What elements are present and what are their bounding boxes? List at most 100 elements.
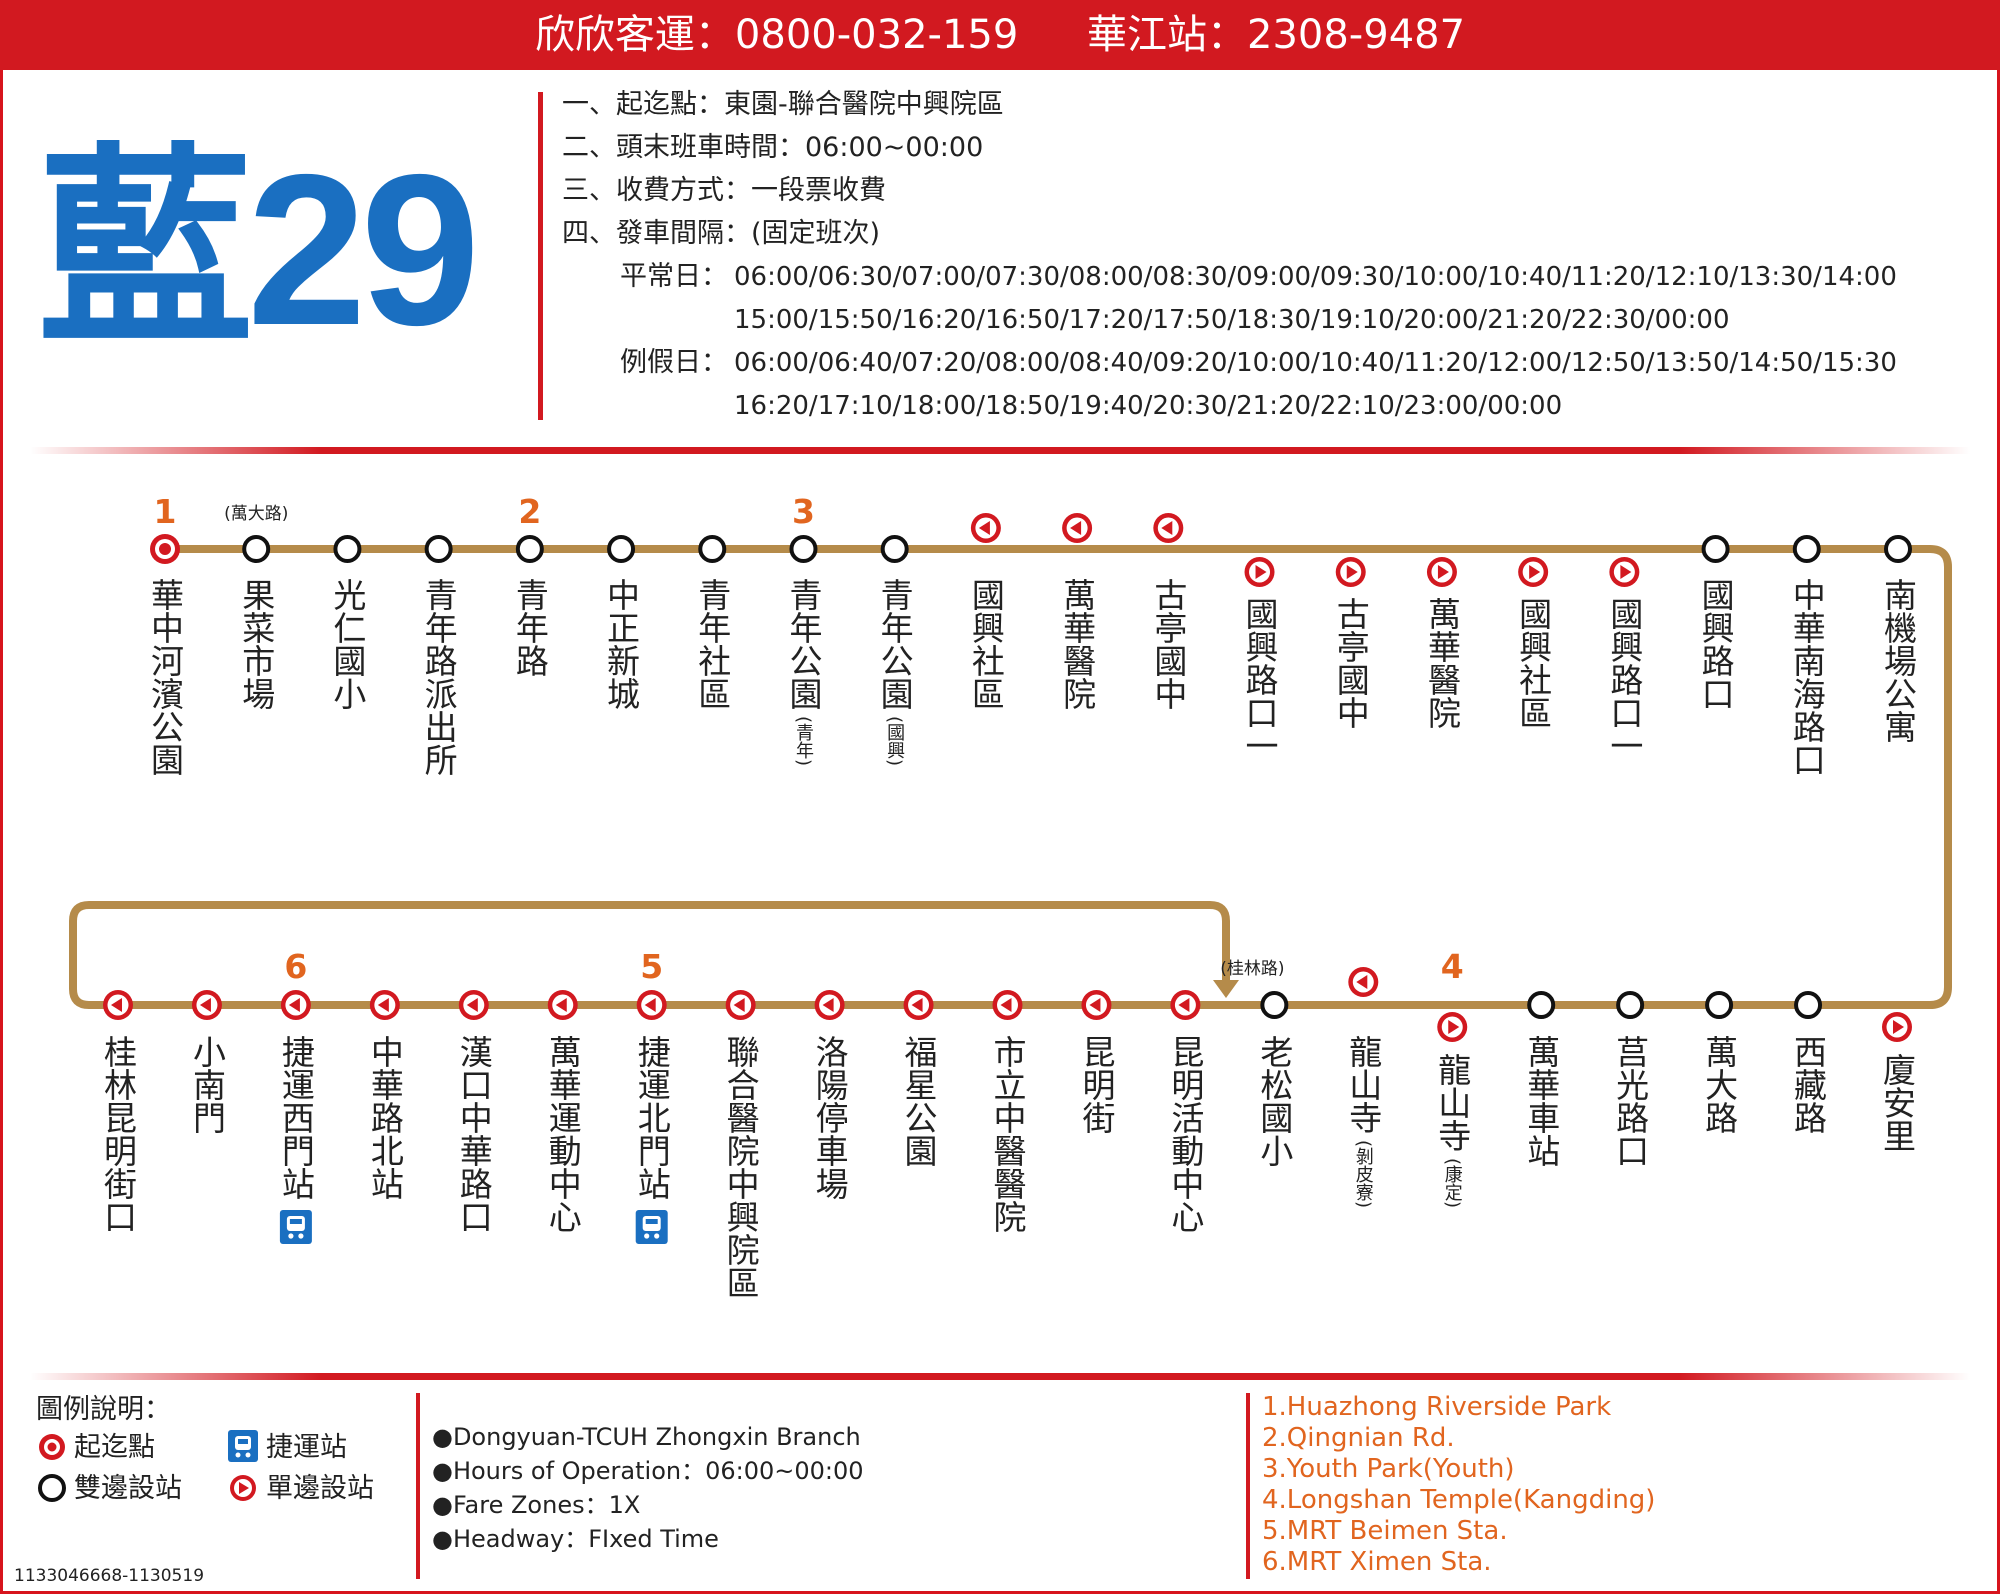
stop-marker-top-0 xyxy=(150,534,180,564)
stop-name-top-6: 青年社區 xyxy=(693,578,732,710)
en-info-headway: ●Headway：FIxed Time xyxy=(432,1525,719,1553)
en-name-4: 4.Longshan Temple(Kangding) xyxy=(1262,1485,1656,1515)
stop-name-bottom-0: 桂林昆明街口 xyxy=(99,1035,138,1233)
stop-marker-bottom-20 xyxy=(1882,1012,1912,1042)
stop-name-top-15: 國興社區 xyxy=(1514,597,1553,729)
stop-name-top-18: 中華南海路口 xyxy=(1787,578,1826,776)
weekday-times-1: 06:00/06:30/07:00/07:30/08:00/08:30/09:0… xyxy=(734,262,1897,292)
stop-marker-bottom-10 xyxy=(992,990,1023,1020)
info-endpoints: 一、起迄點：東園-聯合醫院中興院區 xyxy=(562,89,1004,120)
both-side-legend-icon xyxy=(38,1474,66,1502)
stop-name-bottom-16: 萬華車站 xyxy=(1522,1035,1561,1167)
stop-name-bottom-2: 捷運西門站 xyxy=(276,1035,315,1200)
stop-name-bottom-4: 漢口中華路口 xyxy=(454,1035,493,1233)
holiday-times-1: 06:00/06:40/07:20/08:00/08:40/09:20/10:0… xyxy=(734,348,1897,378)
stop-name-top-2: 光仁國小 xyxy=(328,578,367,710)
stop-name-top-17: 國興路口 xyxy=(1696,578,1735,710)
stop-name-top-13: 古亭國中 xyxy=(1331,597,1370,729)
en-info-endpoints: ●Dongyuan-TCUH Zhongxin Branch xyxy=(432,1423,861,1451)
stop-name-top-16: 國興路口一 xyxy=(1605,597,1644,762)
english-info: ●Dongyuan-TCUH Zhongxin Branch ●Hours of… xyxy=(432,1420,864,1556)
stop-name-top-9: 國興社區 xyxy=(966,578,1005,710)
stop-marker-top-9 xyxy=(970,513,1001,543)
en-name-6: 6.MRT Ximen Sta. xyxy=(1262,1547,1492,1577)
stop-name-top-4: 青年路 xyxy=(510,578,549,677)
stop-name-bottom-9: 福星公園 xyxy=(899,1035,938,1167)
stop-name-bottom-8: 洛陽停車場 xyxy=(810,1035,849,1200)
stop-name-bottom-1: 小南門 xyxy=(187,1035,226,1134)
divider-line xyxy=(416,1393,420,1579)
stop-marker-bottom-18 xyxy=(1705,991,1734,1019)
stop-name-bottom-15: 龍山寺 xyxy=(1433,1053,1472,1152)
weekday-label: 平常日： xyxy=(620,261,728,292)
stop-marker-top-7 xyxy=(789,535,818,563)
stop-marker-top-3 xyxy=(424,535,453,563)
en-name-2: 2.Qingnian Rd. xyxy=(1262,1423,1455,1453)
one-side-legend-icon xyxy=(230,1475,256,1501)
stop-marker-top-17 xyxy=(1701,535,1730,563)
stop-marker-bottom-8 xyxy=(814,990,845,1020)
stop-marker-bottom-2 xyxy=(280,990,311,1020)
stop-name-bottom-11: 昆明街 xyxy=(1077,1035,1116,1134)
stop-marker-top-16 xyxy=(1609,557,1640,587)
stop-name-bottom-10: 市立中醫醫院 xyxy=(988,1035,1027,1233)
stop-name-bottom-7: 聯合醫院中興院區 xyxy=(721,1035,760,1299)
station-phone: 華江站：2308-9487 xyxy=(1087,12,1466,58)
stop-name-bottom-19: 西藏路 xyxy=(1789,1035,1828,1134)
legend-title: 圖例說明： xyxy=(36,1394,171,1425)
stop-name-top-3: 青年路派出所 xyxy=(419,578,458,776)
stop-subname-bottom-15: (康定) xyxy=(1442,1158,1463,1208)
stop-marker-bottom-7 xyxy=(725,990,756,1020)
stop-marker-bottom-16 xyxy=(1527,991,1556,1019)
stop-marker-top-14 xyxy=(1426,557,1457,587)
contact-header: 欣欣客運：0800-032-159 華江站：2308-9487 xyxy=(0,0,2000,70)
company-phone: 欣欣客運：0800-032-159 xyxy=(534,12,1019,58)
stop-name-bottom-14: 龍山寺 xyxy=(1344,1035,1383,1134)
stop-number-top-0: 1 xyxy=(154,492,177,531)
stop-marker-bottom-6 xyxy=(636,990,667,1020)
legend-mrt: 捷運站 xyxy=(266,1432,347,1463)
stop-name-bottom-3: 中華路北站 xyxy=(365,1035,404,1200)
english-stop-names: 1.Huazhong Riverside Park 2.Qingnian Rd.… xyxy=(1262,1392,1655,1578)
separator-bottom xyxy=(30,1373,1970,1380)
stop-number-bottom-2: 6 xyxy=(284,947,307,986)
stop-marker-bottom-11 xyxy=(1081,990,1112,1020)
mrt-icon xyxy=(635,1210,668,1244)
stop-number-top-4: 2 xyxy=(518,492,541,531)
mrt-legend-icon xyxy=(228,1430,258,1462)
stop-name-top-8: 青年公園 xyxy=(875,578,914,710)
mrt-icon xyxy=(279,1210,312,1244)
stop-name-bottom-12: 昆明活動中心 xyxy=(1166,1035,1205,1233)
stop-name-bottom-20: 廈安里 xyxy=(1878,1053,1917,1152)
stop-marker-bottom-4 xyxy=(458,990,489,1020)
stop-marker-bottom-12 xyxy=(1170,990,1201,1020)
stop-marker-bottom-5 xyxy=(547,990,578,1020)
stop-number-top-7: 3 xyxy=(792,492,815,531)
stop-name-top-14: 萬華醫院 xyxy=(1422,597,1461,729)
stop-marker-top-10 xyxy=(1062,513,1093,543)
stop-name-top-1: 果菜市場 xyxy=(237,578,276,710)
stop-marker-top-15 xyxy=(1518,557,1549,587)
stop-marker-top-11 xyxy=(1153,513,1184,543)
en-info-hours: ●Hours of Operation：06:00~00:00 xyxy=(432,1457,864,1485)
stop-name-bottom-17: 莒光路口 xyxy=(1611,1035,1650,1167)
legend: 圖例說明： 起迄點 雙邊設站 捷運站 單邊設站 xyxy=(36,1394,374,1504)
stop-marker-top-13 xyxy=(1335,557,1366,587)
stop-name-top-19: 南機場公寓 xyxy=(1879,578,1918,743)
stop-marker-top-18 xyxy=(1792,535,1821,563)
holiday-label: 例假日： xyxy=(620,347,728,378)
divider-line xyxy=(1246,1393,1250,1579)
stop-marker-bottom-9 xyxy=(903,990,934,1020)
stop-name-bottom-18: 萬大路 xyxy=(1700,1035,1739,1134)
holiday-times-2: 16:20/17:10/18:00/18:50/19:40/20:30/21:2… xyxy=(734,391,1563,421)
stop-marker-bottom-14 xyxy=(1348,967,1379,997)
divider-line xyxy=(538,92,543,420)
stop-marker-bottom-17 xyxy=(1616,991,1645,1019)
route-number: 藍29 xyxy=(38,129,480,370)
stop-name-bottom-5: 萬華運動中心 xyxy=(543,1035,582,1233)
stop-name-bottom-13: 老松國小 xyxy=(1255,1035,1294,1167)
stop-marker-top-1 xyxy=(242,535,271,563)
stop-road-bottom-13: (桂林路) xyxy=(1220,959,1284,979)
legend-terminal: 起迄點 xyxy=(74,1432,155,1463)
